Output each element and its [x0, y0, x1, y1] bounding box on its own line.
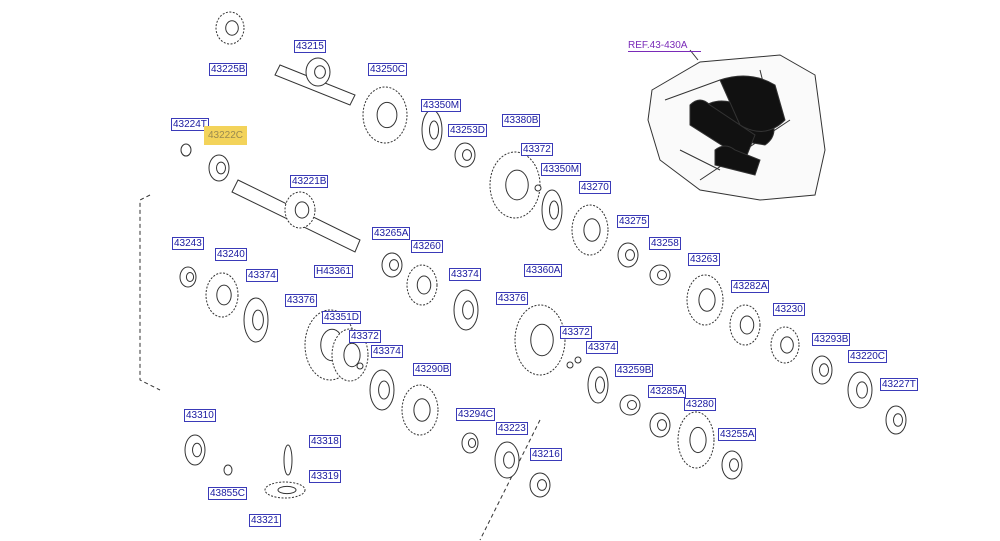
gear-bore — [314, 65, 326, 79]
part-number-label[interactable]: 43275 — [617, 215, 649, 228]
part-number-label[interactable]: 43372 — [560, 326, 592, 339]
gear-bore — [657, 419, 667, 431]
part-number-label[interactable]: 43351D — [322, 311, 362, 324]
part-number-label[interactable]: 43376 — [496, 292, 528, 305]
gear-bore — [185, 272, 195, 282]
part-number-label[interactable]: 43224T — [171, 118, 209, 131]
part-number-label[interactable]: 43380B — [502, 114, 541, 127]
gear-bore — [505, 169, 529, 201]
reference-label[interactable]: REF.43-430A — [628, 40, 702, 52]
part-number-label[interactable]: 43227T — [880, 378, 918, 391]
part-number-label[interactable]: 43374 — [246, 269, 278, 282]
part-number-label[interactable]: 43220C — [848, 350, 888, 363]
part-number-label[interactable]: 43265A — [372, 227, 411, 240]
part-number-label[interactable]: 43360A — [524, 264, 563, 277]
main-shaft — [231, 179, 361, 253]
part-number-label[interactable]: 43350M — [421, 99, 462, 112]
part-number-label[interactable]: 43282A — [731, 280, 770, 293]
gear-bore — [192, 442, 202, 458]
gear-bore — [467, 438, 477, 448]
part-number-label[interactable]: 43310 — [184, 409, 216, 422]
part-number-label[interactable]: 43225B — [209, 63, 248, 76]
part-number-label[interactable]: 43258 — [649, 237, 681, 250]
gear-bore — [252, 309, 264, 331]
gear-bore — [549, 200, 559, 220]
gear-bore — [216, 161, 226, 175]
gear-bore — [729, 458, 739, 472]
gear-part[interactable] — [283, 444, 293, 476]
part-number-label[interactable]: 43230 — [773, 303, 805, 316]
gear-bore — [343, 342, 361, 368]
part-number-label[interactable]: 43240 — [215, 248, 247, 261]
part-number-label[interactable]: 43280 — [684, 398, 716, 411]
part-number-label[interactable]: H43361 — [314, 265, 354, 278]
gear-bore — [277, 485, 297, 495]
gear-bore — [216, 284, 232, 306]
gear-bore — [429, 120, 439, 140]
gear-bore — [893, 413, 903, 427]
part-number-label[interactable]: 43293B — [812, 333, 851, 346]
part-number-label[interactable]: 43243 — [172, 237, 204, 250]
part-number-label[interactable]: 43221B — [290, 175, 329, 188]
gear-bore — [294, 201, 310, 219]
part-number-label[interactable]: 43223 — [496, 422, 528, 435]
gear-part[interactable] — [356, 362, 364, 370]
part-number-label[interactable]: 43260 — [411, 240, 443, 253]
gear-bore — [416, 275, 432, 295]
gear-bore — [503, 451, 515, 469]
part-number-label[interactable]: 43285A — [648, 385, 687, 398]
part-number-label[interactable]: 43250C — [368, 63, 408, 76]
gear-bore — [819, 363, 829, 377]
part-number-label[interactable]: 43290B — [413, 363, 452, 376]
transmission-housing-image[interactable] — [647, 54, 826, 201]
part-number-label[interactable]: 43294C — [456, 408, 496, 421]
part-number-label[interactable]: 43253D — [448, 124, 488, 137]
gear-bore — [389, 259, 399, 271]
gear-bore — [595, 376, 605, 394]
gear-part[interactable] — [223, 464, 233, 476]
gear-bore — [537, 479, 547, 491]
part-number-label[interactable]: 43372 — [349, 330, 381, 343]
part-number-label[interactable]: 43255A — [718, 428, 757, 441]
gear-bore — [739, 315, 755, 335]
part-number-label[interactable]: 43270 — [579, 181, 611, 194]
part-number-label[interactable]: 43374 — [449, 268, 481, 281]
gear-bore — [627, 400, 637, 410]
gear-bore — [530, 323, 554, 357]
part-number-label[interactable]: 43319 — [309, 470, 341, 483]
gear-part[interactable] — [180, 143, 192, 157]
gear-bore — [462, 300, 474, 320]
part-number-label[interactable]: 43374 — [371, 345, 403, 358]
gear-bore — [413, 398, 431, 422]
part-number-label[interactable]: 43321 — [249, 514, 281, 527]
gear-bore — [376, 101, 398, 129]
part-number-label[interactable]: 43374 — [586, 341, 618, 354]
gear-bore — [780, 336, 794, 354]
gear-bore — [225, 20, 239, 36]
gear-bore — [583, 218, 601, 242]
part-number-label[interactable]: 43263 — [688, 253, 720, 266]
gear-bore — [689, 426, 707, 454]
gear-bore — [698, 288, 716, 312]
part-number-label[interactable]: 43350M — [541, 163, 582, 176]
input-shaft — [274, 64, 356, 106]
gear-bore — [462, 149, 472, 161]
gear-bore — [378, 380, 390, 400]
gear-bore — [657, 270, 667, 280]
part-number-label[interactable]: 43376 — [285, 294, 317, 307]
gear-bore — [856, 381, 868, 399]
gear-part[interactable] — [566, 361, 574, 369]
gear-part[interactable] — [534, 184, 542, 192]
gear-part[interactable] — [574, 356, 582, 364]
part-number-label[interactable]: 43215 — [294, 40, 326, 53]
part-number-label[interactable]: 43259B — [615, 364, 654, 377]
part-number-label[interactable]: 43216 — [530, 448, 562, 461]
part-number-label[interactable]: 43372 — [521, 143, 553, 156]
part-number-label[interactable]: 43318 — [309, 435, 341, 448]
gear-bore — [625, 249, 635, 261]
part-number-label[interactable]: 43855C — [208, 487, 248, 500]
part-number-label[interactable]: 43222C — [204, 126, 248, 145]
